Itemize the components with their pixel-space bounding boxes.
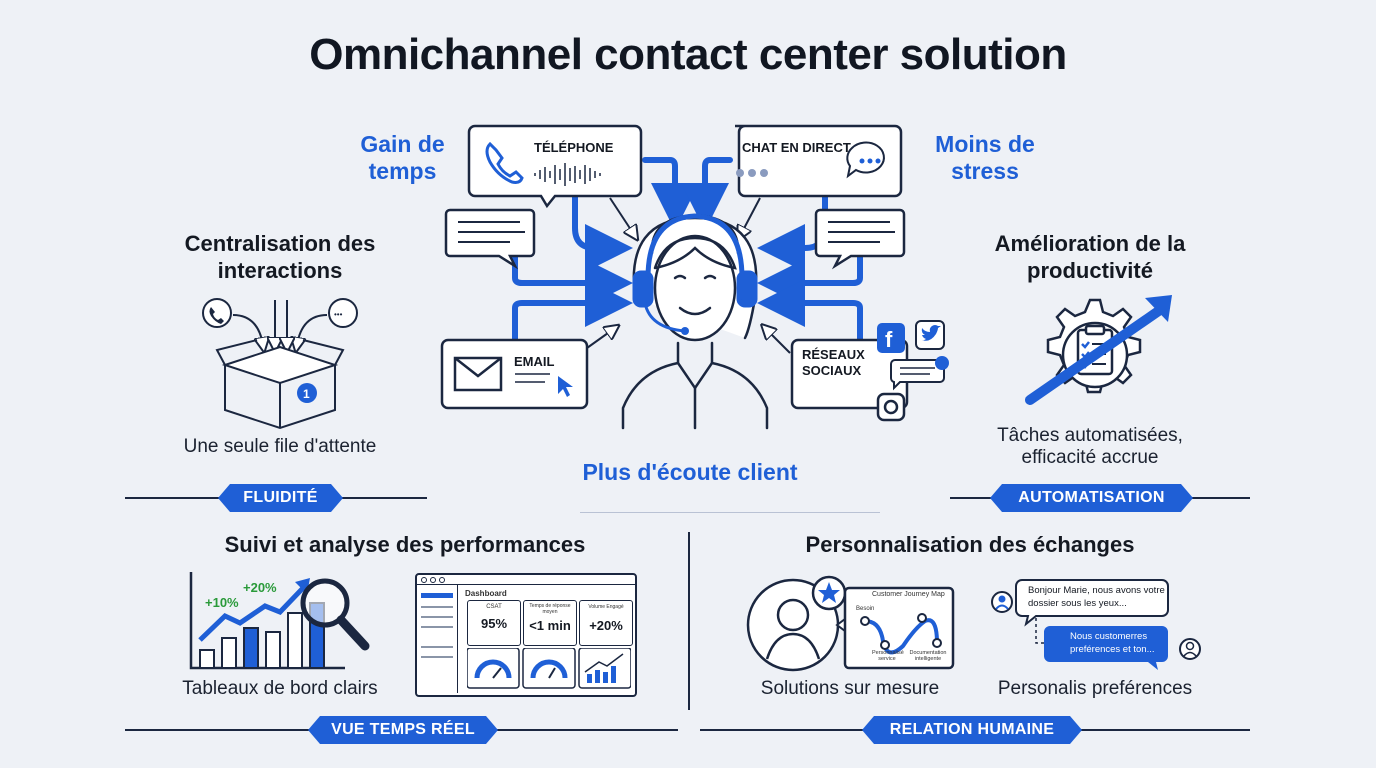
kpi-label-volume: Volume Engagé bbox=[588, 604, 624, 610]
chat-message-outgoing: Nous customerres preférences et ton... bbox=[1070, 631, 1155, 655]
chat-message-incoming: Bonjour Marie, nous avons votre dossier … bbox=[1028, 585, 1165, 609]
svg-text:f: f bbox=[885, 327, 893, 352]
centralized-box-icon: ••• 1 bbox=[202, 298, 358, 430]
personalization-caption-left: Solutions sur mesure bbox=[760, 678, 940, 699]
email-channel-bubble bbox=[440, 338, 589, 410]
queue-badge: 1 bbox=[303, 387, 310, 401]
social-channel-bubble: f bbox=[790, 320, 949, 422]
journey-label-2: Personnalisé service bbox=[872, 650, 904, 662]
email-channel-label: EMAIL bbox=[514, 354, 555, 369]
chat-channel-bubble bbox=[735, 124, 903, 198]
benefit-time-saving: Gain de temps bbox=[360, 131, 445, 184]
productivity-gear-icon bbox=[1025, 295, 1172, 405]
performance-heading: Suivi et analyse des performances bbox=[224, 532, 586, 557]
kpi-label-response: Temps de réponse moyen bbox=[529, 603, 571, 615]
chat-channel-label: CHAT EN DIRECT bbox=[742, 140, 851, 155]
svg-text:•••: ••• bbox=[334, 310, 343, 319]
personalization-heading: Personnalisation des échanges bbox=[805, 532, 1135, 557]
page-title: Omnichannel contact center solution bbox=[309, 30, 1067, 79]
omnichannel-hub-illustration: f bbox=[440, 124, 949, 430]
chat-exchange-icon bbox=[991, 579, 1201, 670]
journey-label-3: Documentation intelligente bbox=[909, 650, 947, 662]
phone-channel-label: TÉLÉPHONE bbox=[534, 140, 614, 155]
kpi-value-csat: 95% bbox=[480, 616, 508, 631]
banner-automatisation: AUTOMATISATION bbox=[990, 484, 1193, 512]
growth-bar-chart-icon: +10% +20% bbox=[189, 572, 370, 670]
banner-vue-temps-reel: VUE TEMPS RÉEL bbox=[308, 716, 498, 744]
performance-caption: Tableaux de bord clairs bbox=[182, 678, 378, 699]
left-heading: Centralisation des interactions bbox=[184, 231, 376, 283]
journey-label-1: Besoin bbox=[856, 606, 875, 612]
personalization-caption-right: Personalis preférences bbox=[997, 678, 1193, 699]
journey-title: Customer Journey Map bbox=[872, 591, 945, 598]
dashboard-mockup: Dashboard CSAT 95% Temps de réponse moye… bbox=[415, 573, 637, 697]
phone-channel-bubble bbox=[467, 124, 643, 209]
banner-relation-humaine: RELATION HUMAINE bbox=[862, 716, 1082, 744]
customer-journey-icon bbox=[746, 575, 955, 672]
banner-fluidite: FLUIDITÉ bbox=[218, 484, 343, 512]
center-caption: Plus d'écoute client bbox=[582, 459, 798, 485]
agent-with-headset bbox=[621, 213, 769, 430]
right-caption: Tâches automatisées, efficacité accrue bbox=[997, 425, 1183, 468]
left-caption: Une seule file d'attente bbox=[183, 436, 377, 457]
right-heading: Amélioration de la productivité bbox=[994, 231, 1186, 283]
kpi-label-csat: CSAT bbox=[486, 604, 502, 610]
social-channel-label: RÉSEAUX SOCIAUX bbox=[802, 347, 865, 378]
kpi-value-response: <1 min bbox=[529, 618, 571, 633]
dashboard-title: Dashboard bbox=[465, 589, 507, 598]
kpi-value-volume: +20% bbox=[589, 618, 623, 633]
growth-label-20: +20% bbox=[243, 580, 277, 595]
benefit-less-stress: Moins de stress bbox=[935, 131, 1035, 184]
growth-label-10: +10% bbox=[205, 595, 239, 610]
